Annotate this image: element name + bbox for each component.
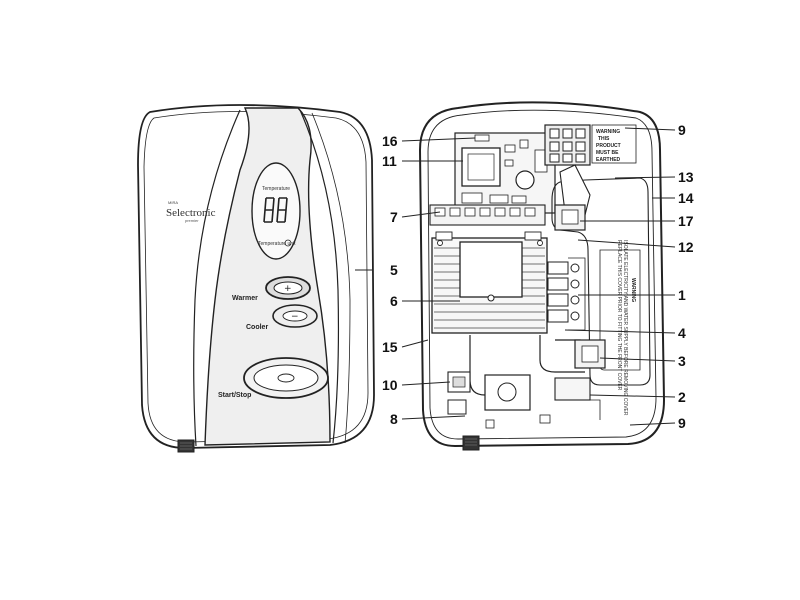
callout-10: 10 <box>382 377 398 393</box>
front-casing-outline <box>137 104 375 449</box>
brand-top-text: MIRA <box>168 200 178 205</box>
pcb-buzzer <box>515 170 535 190</box>
callout-6: 6 <box>390 293 398 309</box>
cover-warning-line-1: ISOLATE ELECTRICITY AND WATER SUPPLY BEF… <box>622 240 628 416</box>
callout-5: 5 <box>390 262 398 278</box>
svg-text:THIS: THIS <box>598 136 610 142</box>
callout-1: 1 <box>678 287 686 303</box>
inner-cover-plate <box>551 177 651 386</box>
start-stop-center-mark <box>277 373 295 383</box>
stabiliser-valve <box>554 377 591 401</box>
svg-text:EARTHED: EARTHED <box>596 157 621 163</box>
start-stop-label: Start/Stop <box>218 392 251 399</box>
cooler-minus-icon: − <box>291 312 299 322</box>
heat-sink-tabs <box>435 231 543 246</box>
internal-view: WARNING THIS PRODUCT MUST BE EARTHED WAR… <box>418 101 666 451</box>
callout-7: 7 <box>390 209 398 225</box>
rear-outlet-fitting <box>462 435 480 451</box>
callout-numbers: 16 11 7 5 6 15 10 8 9 13 14 17 12 1 4 3 … <box>382 122 694 431</box>
callout-17: 17 <box>678 213 694 229</box>
outlet-housing <box>484 374 531 411</box>
svg-text:PRODUCT: PRODUCT <box>596 143 621 149</box>
temperature-label: Temperature <box>262 186 290 192</box>
svg-text:MUST BE: MUST BE <box>596 150 619 156</box>
callout-11: 11 <box>382 153 397 169</box>
brand-sub-text: premier <box>185 218 199 223</box>
heater-can-screw <box>487 294 495 302</box>
cooler-button-inner <box>282 310 308 322</box>
brand-name-text: Selectronic <box>166 207 216 219</box>
seven-segment-display <box>263 197 288 223</box>
callout-8: 8 <box>390 411 398 427</box>
temperature-unit-label: Temperature unit <box>258 241 296 247</box>
warmer-button-inner <box>273 281 303 295</box>
callout-4: 4 <box>678 325 686 341</box>
thermal-cut-outs <box>547 261 580 323</box>
leader-lines <box>355 127 676 426</box>
callout-2: 2 <box>678 389 686 405</box>
cable-entry <box>447 399 467 415</box>
front-swoosh-left <box>193 109 241 447</box>
callout-16: 16 <box>382 133 398 149</box>
warmer-label: Warmer <box>232 295 258 302</box>
cover-warning-title: WARNING <box>630 278 636 302</box>
svg-text:WARNING: WARNING <box>596 129 620 135</box>
pcb-components <box>461 134 548 204</box>
callout-15: 15 <box>382 339 398 355</box>
warmer-plus-icon: + <box>284 284 292 294</box>
backplate-outline <box>418 101 666 448</box>
callout-13: 13 <box>678 169 694 185</box>
callout-3: 3 <box>678 353 686 369</box>
callout-9-top: 9 <box>678 122 686 138</box>
front-swoosh-right <box>299 109 340 444</box>
cover-warning-line-2: REPLACE THIS COVER PRIOR TO FITTING THE … <box>616 240 622 391</box>
earthing-warning-plate <box>591 124 637 164</box>
temperature-display-bezel <box>251 162 301 260</box>
cooler-label: Cooler <box>246 324 268 331</box>
callout-14: 14 <box>678 190 694 206</box>
backplate-inner-lip <box>427 109 657 440</box>
terminal-screws <box>549 128 586 163</box>
callout-9-bottom: 9 <box>678 415 686 431</box>
front-swoosh-right-2 <box>311 112 351 444</box>
heater-can <box>459 241 523 298</box>
start-stop-button-inner <box>253 364 319 392</box>
temperature-unit-indicator <box>284 239 292 247</box>
front-view: MIRA Selectronic premier Temperature Tem… <box>137 104 375 453</box>
callout-12: 12 <box>678 239 694 255</box>
